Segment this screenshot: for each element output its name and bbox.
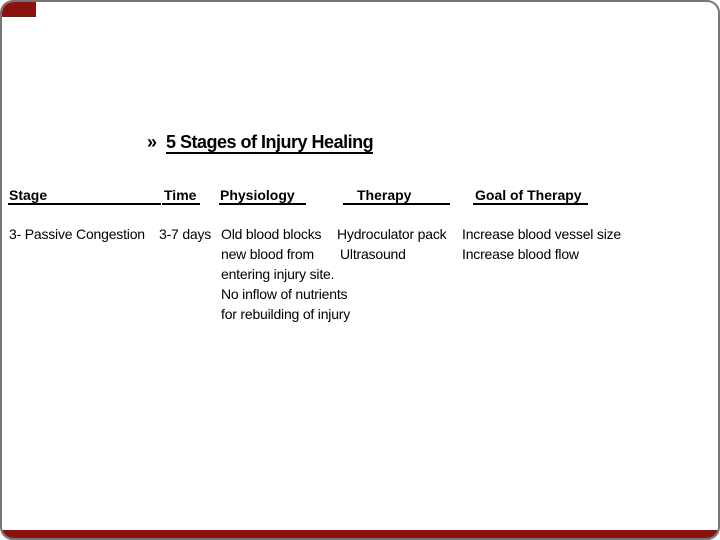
therapy-line: Ultrasound	[340, 246, 406, 262]
column-header-goal-of-therapy: Goal of Therapy	[473, 188, 588, 205]
column-header-stage: Stage	[8, 188, 161, 205]
physiology-line: No inflow of nutrients	[221, 286, 348, 302]
time-value: 3-7 days	[159, 226, 212, 242]
physiology-line: Old blood blocks	[221, 226, 322, 242]
cell-goal-of-therapy: Increase blood vessel size Increase bloo…	[462, 224, 621, 264]
physiology-line: new blood from	[221, 246, 314, 262]
therapy-line: Hydroculator pack	[337, 226, 447, 242]
stage-value: 3- Passive Congestion	[9, 226, 145, 242]
physiology-line: entering injury site.	[221, 266, 335, 282]
cell-time: 3-7 days	[158, 224, 211, 244]
column-header-physiology: Physiology	[219, 188, 306, 205]
goal-line: Increase blood flow	[462, 246, 579, 262]
title-bullet-chevron: »	[147, 132, 158, 152]
slide-accent-bottom-bar	[2, 530, 718, 538]
cell-therapy: Hydroculator pack Ultrasound	[337, 224, 447, 264]
column-header-therapy: Therapy	[343, 188, 450, 205]
goal-line: Increase blood vessel size	[462, 226, 621, 242]
title-text: 5 Stages of Injury Healing	[166, 132, 374, 154]
column-header-time: Time	[162, 188, 200, 205]
physiology-line: for rebuilding of injury	[221, 306, 351, 322]
slide-title: » 5 Stages of Injury Healing	[147, 131, 374, 154]
slide-accent-corner	[2, 2, 36, 17]
cell-stage: 3- Passive Congestion	[8, 224, 145, 244]
cell-physiology: Old blood blocks new blood from entering…	[221, 224, 350, 324]
